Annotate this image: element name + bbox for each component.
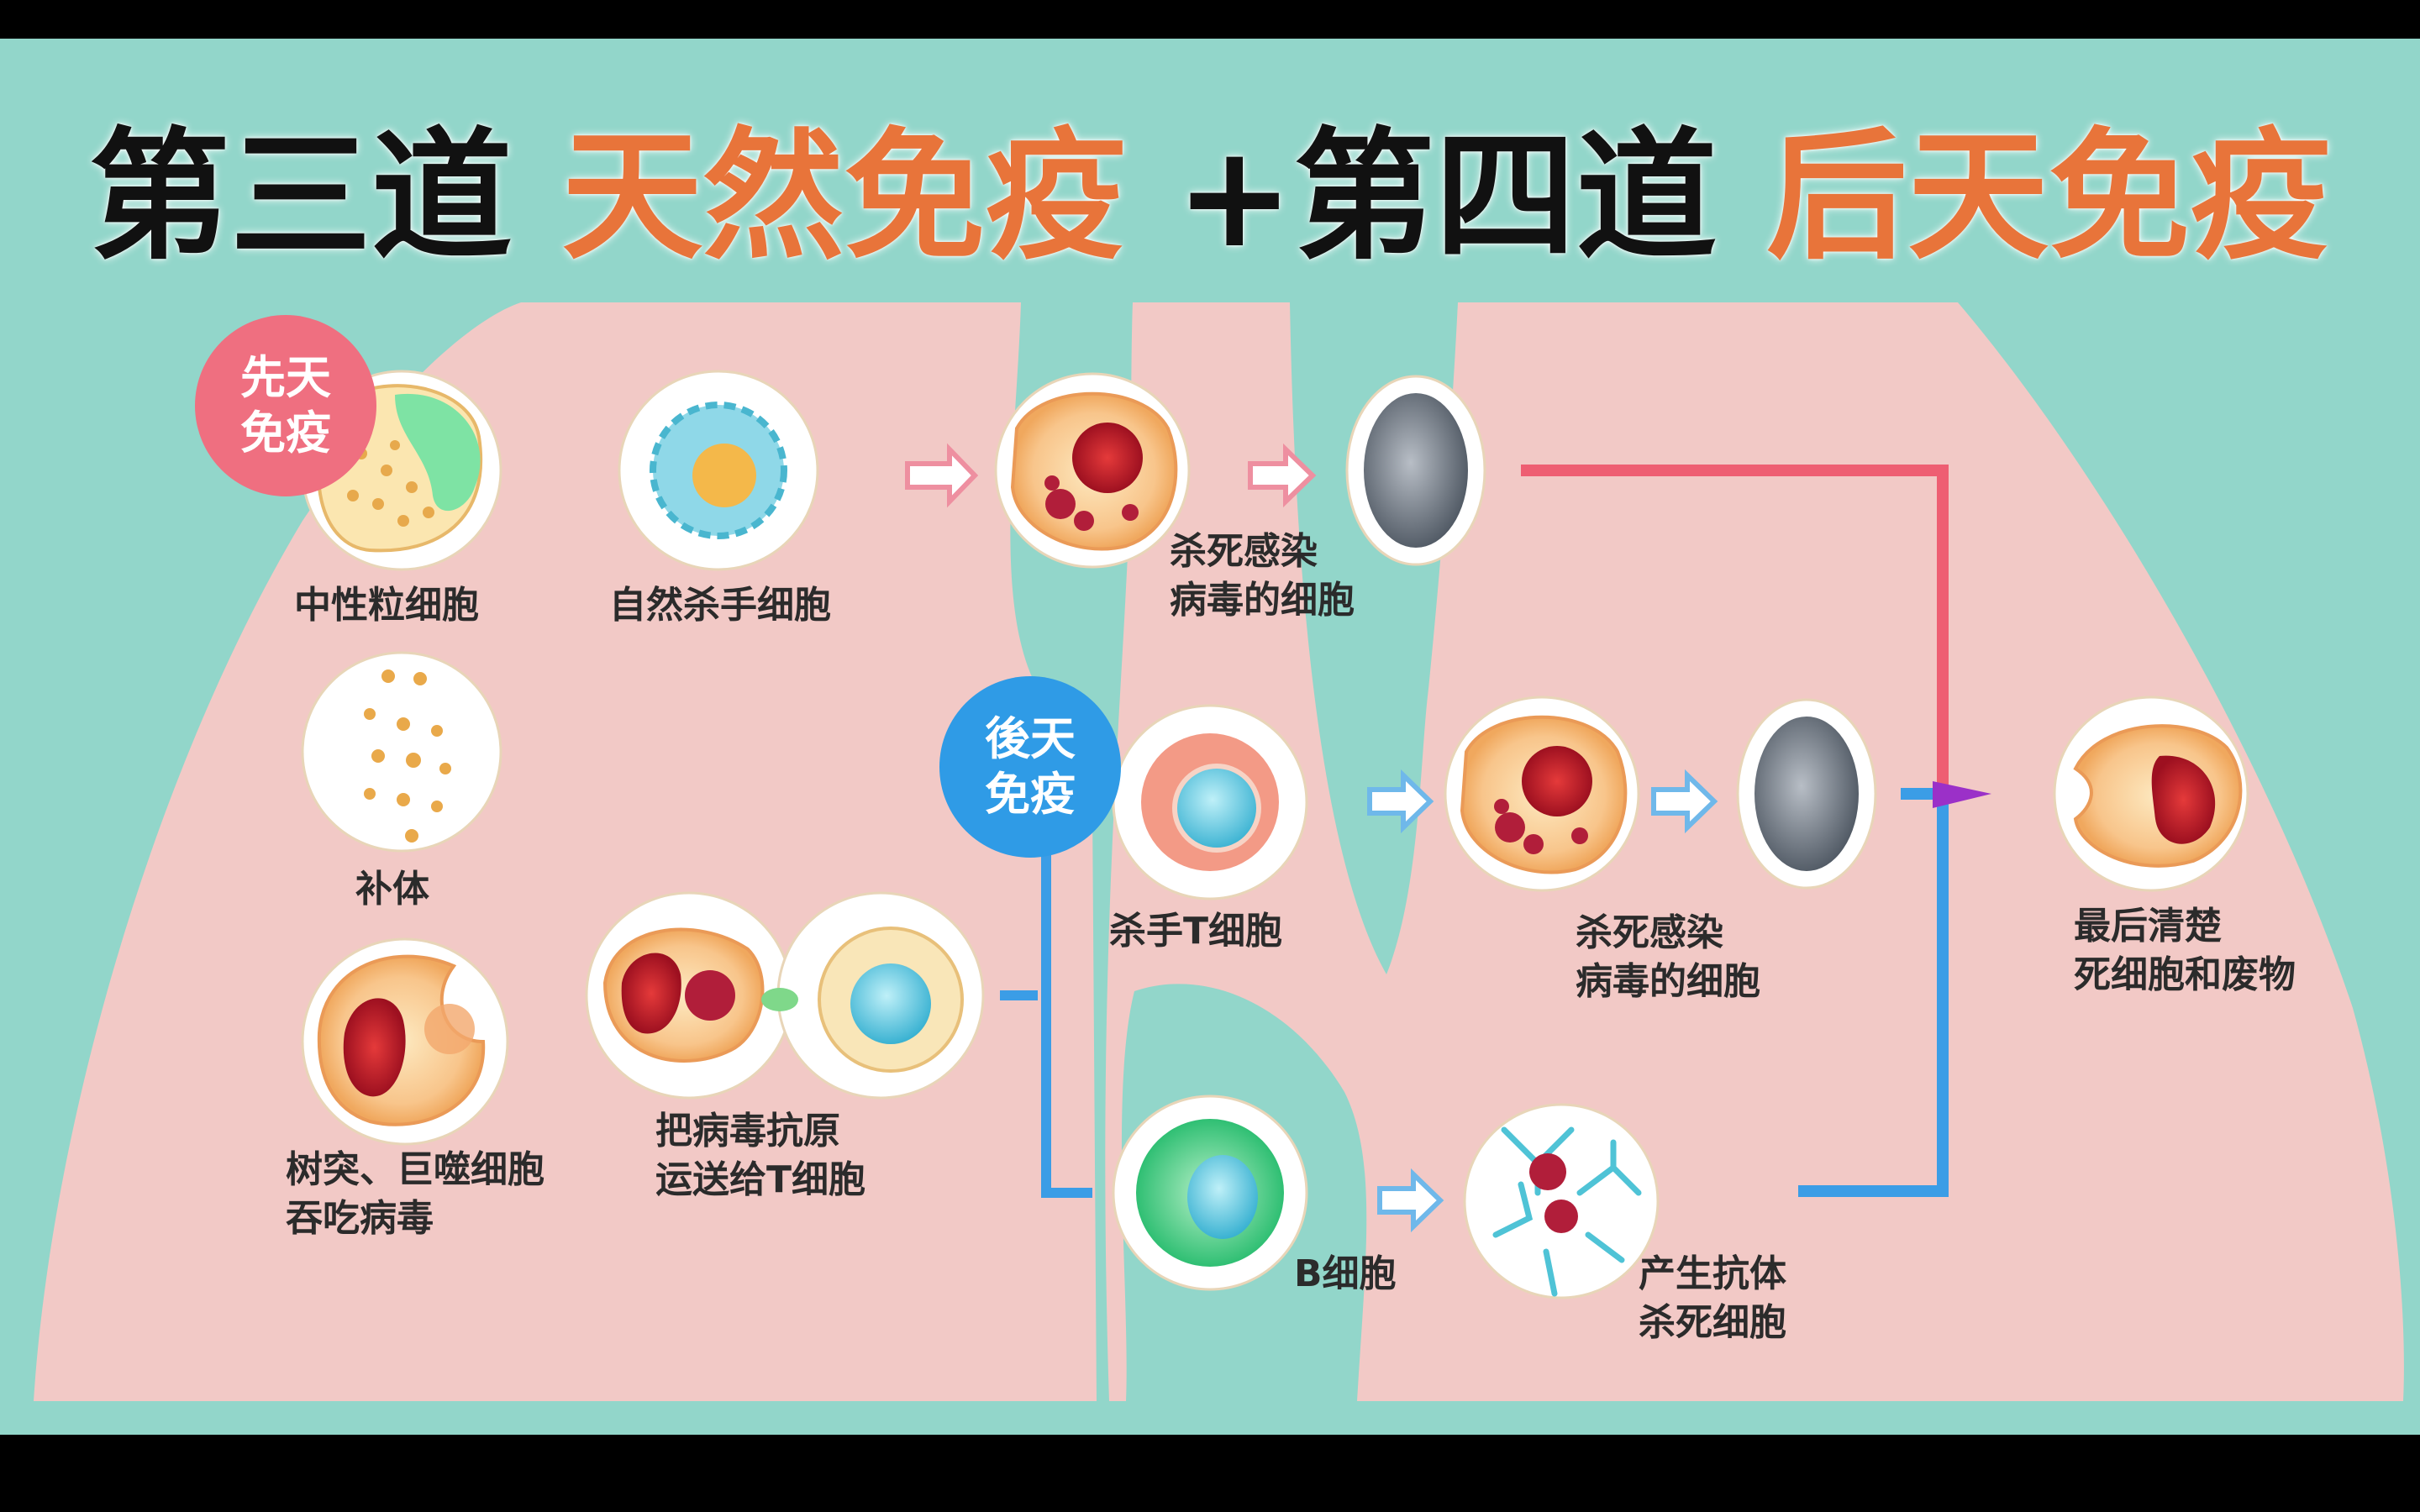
label-antibody: 产生抗体 杀死细胞	[1639, 1252, 1786, 1344]
arrow-right-icon	[905, 443, 979, 508]
label-final-clear: 最后清楚 死细胞和废物	[2074, 905, 2296, 996]
arrow-right-icon	[1367, 769, 1434, 834]
label-nk-cell: 自然杀手细胞	[609, 584, 831, 627]
letterbox-bottom	[0, 1435, 2420, 1512]
innate-immunity-badge: 先天 免疫	[195, 315, 376, 496]
label-dendritic: 树突、巨噬细胞 吞吃病毒	[286, 1148, 544, 1240]
label-neutrophil: 中性粒细胞	[294, 584, 479, 627]
macrophage-icon	[301, 937, 509, 1146]
letterbox-top	[0, 0, 2420, 39]
page-title: 第三道 天然免疫 +第四道 后天免疫	[0, 126, 2420, 267]
label-killer-t: 杀手T细胞	[1109, 910, 1283, 953]
connector-lines	[1000, 465, 1991, 1198]
arrow-right-icon	[1651, 769, 1718, 834]
infected-cell-icon	[994, 372, 1191, 569]
label-kill-infected-top: 杀死感染 病毒的细胞	[1170, 530, 1355, 622]
title-part-1: 第三道	[88, 114, 562, 279]
adaptive-immunity-badge: 後天 免疫	[939, 676, 1121, 858]
innate-path-line	[1521, 465, 1949, 794]
dead-cell-icon	[1345, 375, 1486, 566]
antigen-transfer-icon	[585, 891, 985, 1100]
flow-arrows	[905, 443, 1718, 1233]
complement-icon	[301, 651, 502, 853]
label-kill-infected-mid: 杀死感染 病毒的细胞	[1576, 911, 1760, 1003]
label-b-cell: B细胞	[1294, 1252, 1397, 1295]
cleanup-cell-icon	[2053, 696, 2249, 892]
dead-cell-icon	[1736, 698, 1877, 890]
title-part-3: +第四道	[1126, 114, 1767, 279]
adaptive-branch-line	[1041, 811, 1092, 1198]
label-complement: 补体	[355, 868, 429, 911]
b-cell-icon	[1112, 1095, 1308, 1291]
nk-cell-icon	[618, 370, 819, 571]
killer-t-cell-icon	[1112, 704, 1308, 900]
label-antigen-transfer: 把病毒抗原 运送给T细胞	[655, 1110, 866, 1201]
antibody-icon	[1463, 1103, 1660, 1299]
merge-arrow-icon	[1933, 781, 1991, 808]
b-cell-return-line	[1798, 794, 1949, 1197]
infected-cell-icon	[1444, 696, 1640, 892]
arrow-right-icon	[1248, 443, 1317, 508]
title-part-2: 天然免疫	[561, 114, 1127, 279]
arrow-right-icon	[1377, 1168, 1444, 1233]
title-part-4: 后天免疫	[1766, 114, 2332, 279]
